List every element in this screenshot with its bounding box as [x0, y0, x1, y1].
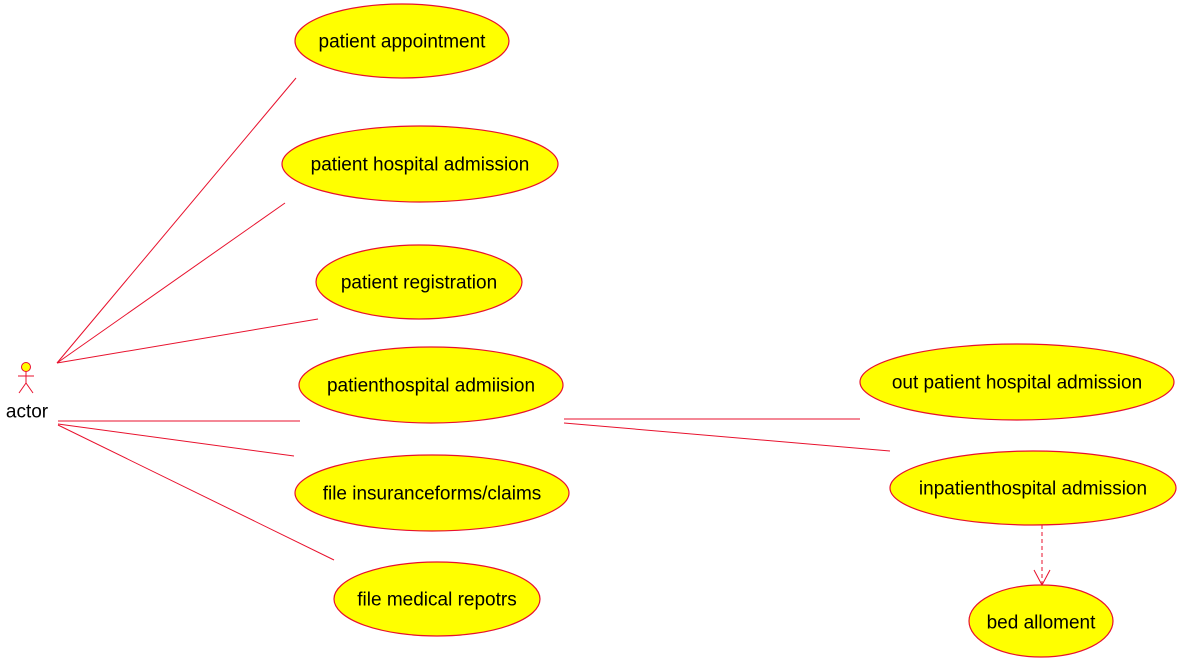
assoc-actor-file-medical-repotrs: [57, 424, 335, 561]
dependency-inpatient-bed: [1033, 525, 1051, 587]
usecase-label: file medical repotrs: [357, 590, 516, 611]
usecase-label: file insuranceforms/claims: [323, 484, 542, 505]
usecase-file-medical-repotrs[interactable]: file medical repotrs: [333, 561, 541, 637]
assoc-actor-patient-hospital-admission: [56, 202, 286, 364]
assoc-actor-patient-registration: [56, 318, 319, 364]
usecase-label: patient appointment: [319, 32, 487, 53]
actor-associations: [56, 77, 335, 561]
actor[interactable]: actor: [6, 362, 49, 423]
assoc-actor-patient-appointment: [56, 77, 297, 364]
usecase-bed-alloment[interactable]: bed alloment: [968, 584, 1114, 658]
usecase-patient-hospital-admission[interactable]: patient hospital admission: [281, 125, 559, 203]
assoc-admiision-inpatient: [563, 422, 891, 452]
usecase-inpatienthospital-admission[interactable]: inpatienthospital admission: [889, 450, 1177, 526]
assoc-actor-file-insurance: [57, 423, 295, 457]
usecase-patient-appointment[interactable]: patient appointment: [294, 3, 510, 79]
usecase-label: bed alloment: [987, 613, 1097, 634]
stick-figure-icon: [18, 362, 34, 394]
usecase-label: out patient hospital admission: [892, 373, 1142, 394]
actor-label: actor: [6, 402, 49, 423]
usecase-file-insurance-forms-claims[interactable]: file insuranceforms/claims: [294, 454, 570, 532]
usecase-label: patient hospital admission: [311, 155, 530, 176]
usecase-out-patient-hospital-admission[interactable]: out patient hospital admission: [859, 343, 1175, 421]
usecase-associations: [563, 418, 891, 452]
usecase-label: inpatienthospital admission: [919, 479, 1147, 500]
usecase-label: patient registration: [341, 273, 497, 294]
usecase-patienthospital-admiision[interactable]: patienthospital admiision: [298, 346, 564, 424]
usecase-label: patienthospital admiision: [327, 376, 535, 397]
usecase-patient-registration[interactable]: patient registration: [315, 244, 523, 320]
